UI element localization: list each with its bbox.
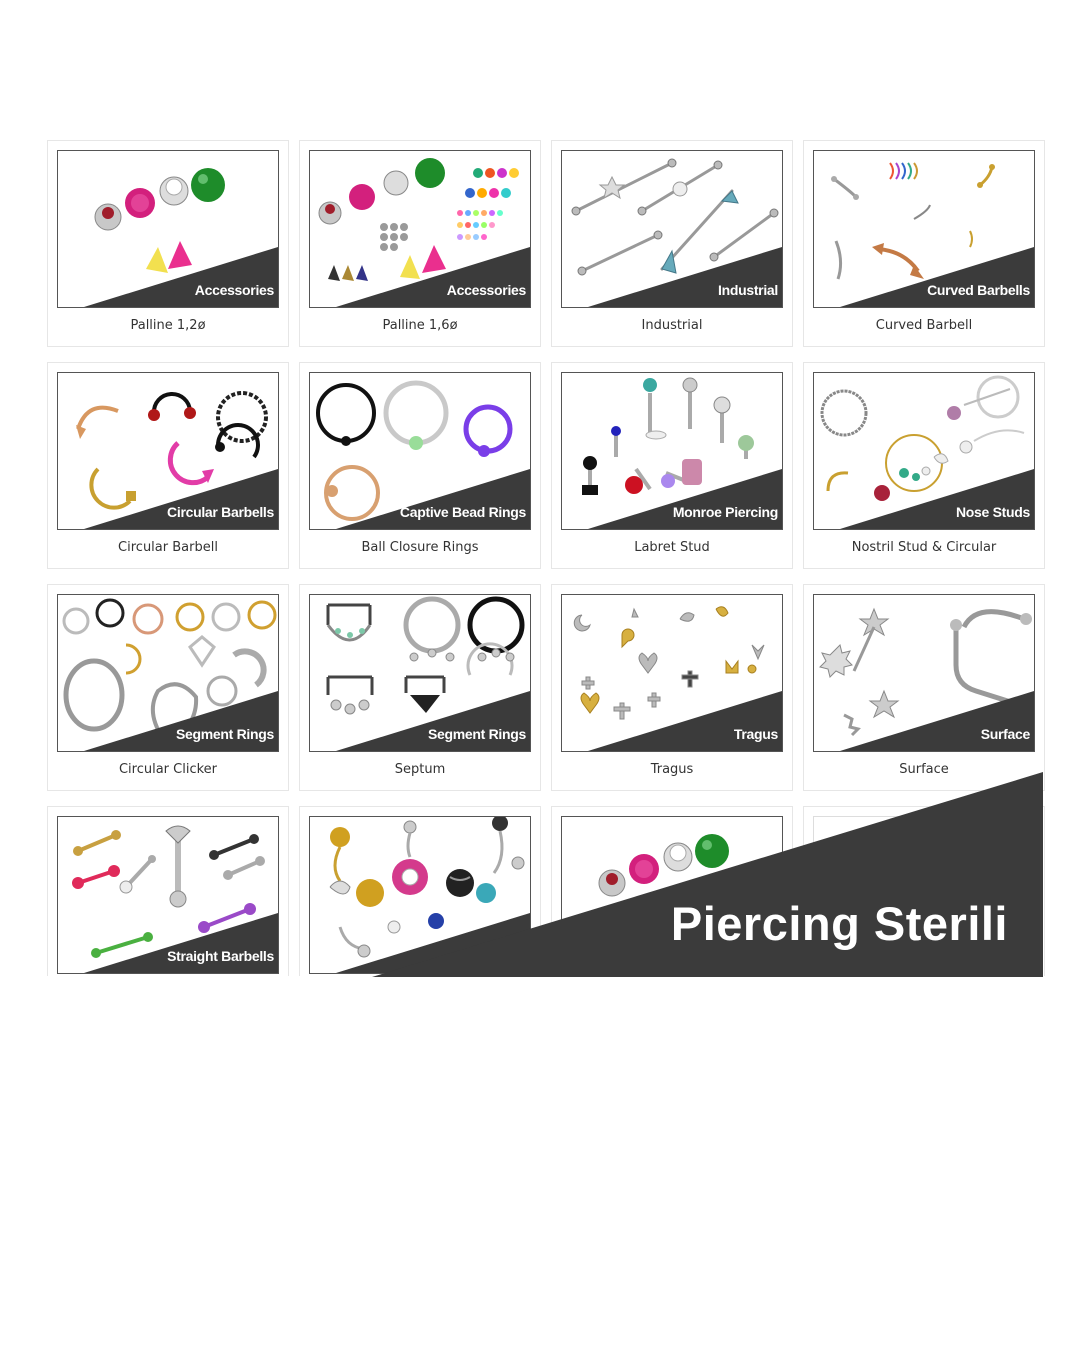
category-ribbon-label: Segment Rings (427, 726, 526, 742)
category-caption[interactable]: Palline 1,2ø (130, 318, 206, 333)
category-thumbnail[interactable]: Captive Bead Rings (309, 372, 531, 530)
category-thumbnail[interactable]: Nose Studs (813, 372, 1035, 530)
label-wedge (840, 247, 1034, 307)
jewelry-illustration (76, 391, 268, 510)
category-ribbon-label: Captive Bead Rings (399, 504, 526, 520)
label-wedge (588, 469, 782, 529)
category-caption[interactable]: Tragus (650, 762, 694, 777)
jewelry-illustration (573, 606, 765, 720)
label-wedge (840, 691, 1034, 751)
label-wedge (840, 469, 1034, 529)
category-ribbon-label: Segment Rings (175, 726, 274, 742)
category-ribbon-label: Accessories (446, 282, 527, 298)
label-wedge (336, 469, 530, 529)
label-wedge (84, 469, 278, 529)
label-wedge (336, 247, 530, 307)
label-wedge (336, 913, 530, 973)
category-thumbnail[interactable]: Segment Rings (309, 594, 531, 752)
category-caption[interactable]: Curved Barbell (875, 318, 973, 333)
jewelry-illustration (72, 825, 265, 958)
category-caption[interactable]: Circular Clicker (118, 762, 218, 777)
category-thumbnail[interactable]: Industrial (561, 150, 783, 308)
category-ribbon-label: Circular Barbells (167, 504, 274, 520)
jewelry-illustration (582, 377, 754, 495)
category-ribbon-label: Monroe Piercing (672, 504, 778, 520)
label-wedge (588, 247, 782, 307)
category-thumbnail[interactable]: Accessories (57, 150, 279, 308)
label-wedge (84, 247, 278, 307)
category-caption[interactable]: Ball Closure Rings (361, 540, 479, 555)
category-ribbon-label: Curved Barbells (927, 282, 1030, 298)
category-thumbnail[interactable]: Segment Rings (57, 594, 279, 752)
category-thumbnail[interactable]: Accessories (309, 150, 531, 308)
jewelry-illustration (326, 596, 525, 715)
category-caption[interactable]: Palline 1,6ø (382, 318, 458, 333)
category-ribbon-label: Industrial (717, 282, 778, 298)
category-thumbnail[interactable]: Surface (813, 594, 1035, 752)
jewelry-illustration (831, 162, 995, 280)
category-caption[interactable]: Industrial (641, 318, 703, 333)
banner-title: Piercing Sterili (670, 897, 1008, 950)
category-caption[interactable]: Nostril Stud & Circular (851, 540, 997, 555)
jewelry-illustration (94, 168, 225, 273)
jewelry-illustration (571, 158, 779, 276)
category-ribbon-label: Surface (980, 726, 1031, 742)
label-wedge (84, 913, 278, 973)
category-ribbon-label: Straight Barbells (167, 948, 274, 964)
jewelry-illustration (820, 375, 1025, 501)
category-caption[interactable]: Labret Stud (634, 540, 710, 555)
jewelry-illustration (316, 380, 513, 521)
category-thumbnail[interactable]: Monroe Piercing (561, 372, 783, 530)
label-wedge (336, 691, 530, 751)
category-card[interactable] (299, 806, 541, 976)
jewelry-illustration (62, 598, 277, 747)
category-card[interactable]: Straight Barbells (47, 806, 289, 976)
category-caption[interactable]: Surface (899, 762, 949, 777)
label-wedge (84, 691, 278, 751)
category-thumbnail[interactable]: Straight Barbells (57, 816, 279, 974)
category-thumbnail[interactable]: Curved Barbells (813, 150, 1035, 308)
category-caption[interactable]: Septum (394, 762, 446, 777)
category-thumbnail[interactable]: Tragus (561, 594, 783, 752)
category-ribbon-label: Accessories (194, 282, 275, 298)
category-ribbon-label: Nose Studs (955, 504, 1030, 520)
category-thumbnail[interactable] (309, 816, 531, 974)
category-caption[interactable]: Circular Barbell (118, 540, 218, 555)
jewelry-illustration (318, 158, 519, 281)
category-thumbnail[interactable]: Circular Barbells (57, 372, 279, 530)
label-wedge (588, 691, 782, 751)
category-ribbon-label: Tragus (733, 726, 778, 742)
